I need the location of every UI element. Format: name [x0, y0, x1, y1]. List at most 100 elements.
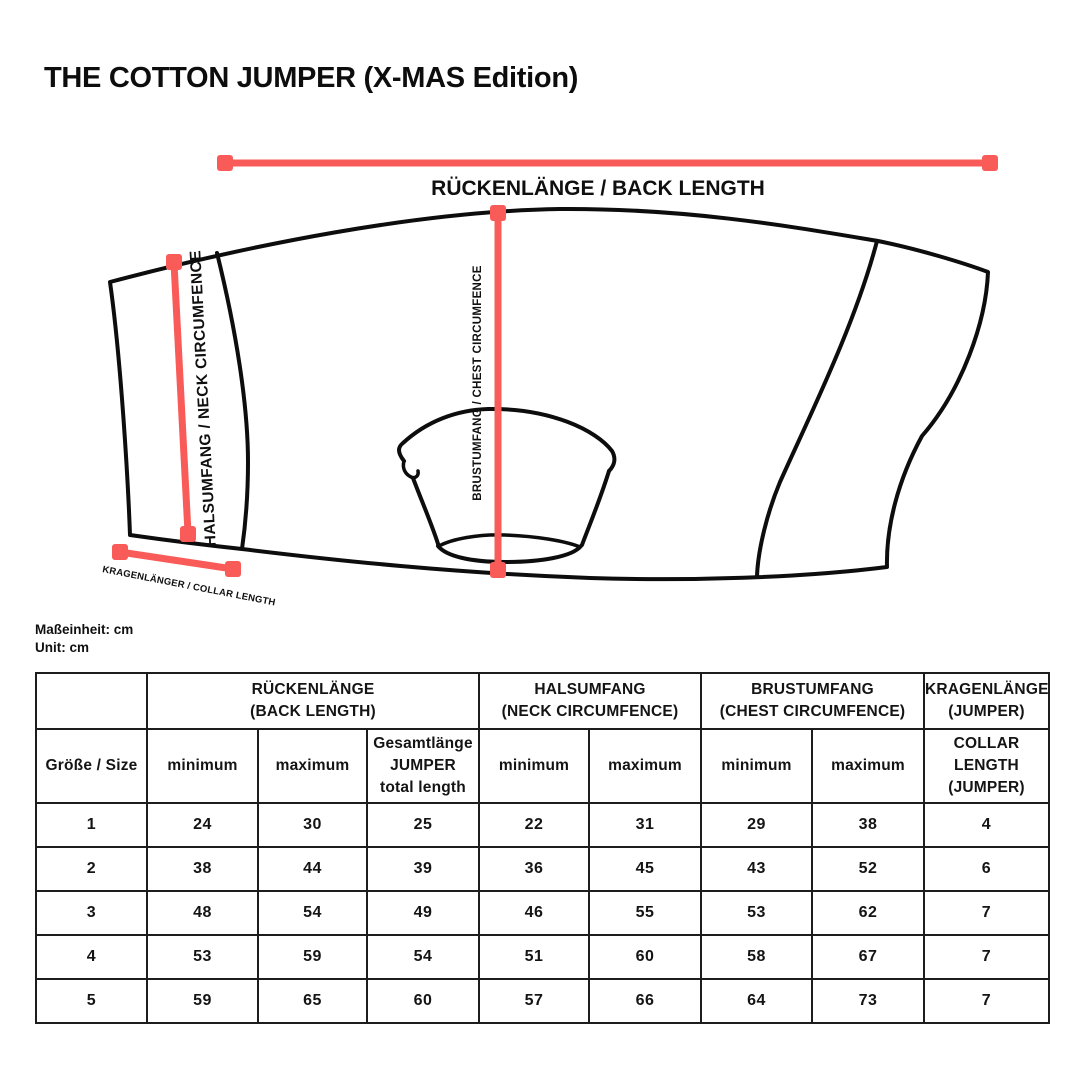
subheader-maximum: maximum — [588, 728, 702, 804]
value-cell: 51 — [478, 934, 590, 980]
units-note-de: Maßeinheit: cm — [35, 622, 134, 637]
value-cell: 36 — [478, 846, 590, 892]
group-header-collar: KRAGENLÄNGE (JUMPER) — [923, 672, 1050, 730]
endpoint-square — [166, 254, 182, 270]
value-cell: 38 — [146, 846, 259, 892]
value-cell: 64 — [700, 978, 813, 1024]
group-header-en: (CHEST CIRCUMFENCE) — [719, 703, 906, 720]
value-cell: 29 — [700, 802, 813, 848]
collar-length-label: KRAGENLÄNGER / COLLAR LENGTH — [101, 564, 276, 608]
value-cell: 6 — [923, 846, 1050, 892]
neck-circumference-label: HALSUMFANG / NECK CIRCUMFENCE — [187, 250, 220, 547]
table-group-header-row: RÜCKENLÄNGE (BACK LENGTH) HALSUMFANG (NE… — [35, 672, 1050, 730]
value-cell: 43 — [700, 846, 813, 892]
back-length-label: RÜCKENLÄNGE / BACK LENGTH — [431, 177, 765, 200]
neck-measure-line — [170, 262, 192, 534]
value-cell: 65 — [257, 978, 368, 1024]
value-cell: 55 — [588, 890, 702, 936]
sleeve-left-curl-icon — [401, 459, 420, 480]
value-cell: 60 — [588, 934, 702, 980]
table-row: 4 53 59 54 51 60 58 67 7 — [35, 934, 1050, 980]
collar-seam — [215, 251, 250, 551]
value-cell: 4 — [923, 802, 1050, 848]
cuff-rim-top — [437, 533, 582, 549]
value-cell: 57 — [478, 978, 590, 1024]
group-header-de: BRUSTUMFANG — [751, 681, 874, 698]
subheader-collar-length: COLLAR LENGTH (JUMPER) — [923, 728, 1050, 804]
size-cell: 5 — [35, 978, 148, 1024]
group-header-neck: HALSUMFANG (NECK CIRCUMFENCE) — [478, 672, 702, 730]
value-cell: 54 — [366, 934, 480, 980]
value-cell: 24 — [146, 802, 259, 848]
group-header-en: (NECK CIRCUMFENCE) — [501, 703, 679, 720]
endpoint-square — [225, 561, 241, 577]
value-cell: 59 — [146, 978, 259, 1024]
cuff-rim-bottom — [436, 544, 583, 564]
value-cell: 46 — [478, 890, 590, 936]
value-cell: 22 — [478, 802, 590, 848]
value-cell: 67 — [811, 934, 925, 980]
subheader-line: (JUMPER) — [948, 779, 1025, 796]
subheader-maximum: maximum — [257, 728, 368, 804]
chest-circumference-label: BRUSTUMFANG / CHEST CIRCUMFENCE — [472, 265, 484, 500]
table-subheader-row: Größe / Size minimum maximum Gesamtlänge… — [35, 728, 1050, 804]
jumper-body-outline — [108, 206, 990, 582]
table-row: 2 38 44 39 36 45 43 52 6 — [35, 846, 1050, 892]
value-cell: 38 — [811, 802, 925, 848]
page-title: THE COTTON JUMPER (X-MAS Edition) — [44, 62, 579, 94]
value-cell: 7 — [923, 890, 1050, 936]
endpoint-square — [217, 155, 233, 171]
value-cell: 54 — [257, 890, 368, 936]
value-cell: 62 — [811, 890, 925, 936]
sleeve-right-edge — [580, 469, 611, 547]
table-row: 3 48 54 49 46 55 53 62 7 — [35, 890, 1050, 936]
size-cell: 1 — [35, 802, 148, 848]
value-cell: 49 — [366, 890, 480, 936]
size-column-header: Größe / Size — [35, 728, 148, 804]
jumper-measurement-diagram: RÜCKENLÄNGE / BACK LENGTH HALSUMFANG / N… — [101, 155, 998, 609]
sleeve-outline — [397, 406, 617, 473]
units-note-en: Unit: cm — [35, 640, 89, 655]
group-header-en: (JUMPER) — [948, 703, 1025, 720]
subheader-minimum: minimum — [478, 728, 590, 804]
value-cell: 66 — [588, 978, 702, 1024]
value-cell: 52 — [811, 846, 925, 892]
subheader-line: JUMPER — [390, 757, 456, 774]
empty-corner-cell — [35, 672, 148, 730]
value-cell: 31 — [588, 802, 702, 848]
subheader-minimum: minimum — [700, 728, 813, 804]
garment-outline-group — [108, 206, 990, 582]
measure-endpoints — [112, 155, 998, 578]
size-cell: 2 — [35, 846, 148, 892]
value-cell: 59 — [257, 934, 368, 980]
value-cell: 30 — [257, 802, 368, 848]
subheader-total-length: Gesamtlänge JUMPER total length — [366, 728, 480, 804]
subheader-maximum: maximum — [811, 728, 925, 804]
endpoint-square — [490, 562, 506, 578]
value-cell: 45 — [588, 846, 702, 892]
subheader-line: LENGTH — [954, 757, 1019, 774]
value-cell: 39 — [366, 846, 480, 892]
subheader-line: Gesamtlänge — [373, 735, 473, 752]
subheader-minimum: minimum — [146, 728, 259, 804]
units-note: Maßeinheit: cm Unit: cm — [35, 621, 133, 657]
group-header-de: KRAGENLÄNGE — [925, 681, 1049, 698]
value-cell: 48 — [146, 890, 259, 936]
table-row: 1 24 30 25 22 31 29 38 4 — [35, 802, 1050, 848]
subheader-line: COLLAR — [953, 735, 1020, 752]
size-cell: 3 — [35, 890, 148, 936]
measure-lines — [119, 159, 990, 573]
endpoint-square — [490, 205, 506, 221]
value-cell: 25 — [366, 802, 480, 848]
group-header-chest: BRUSTUMFANG (CHEST CIRCUMFENCE) — [700, 672, 925, 730]
value-cell: 60 — [366, 978, 480, 1024]
value-cell: 58 — [700, 934, 813, 980]
endpoint-square — [180, 526, 196, 542]
endpoint-square — [112, 544, 128, 560]
group-header-en: (BACK LENGTH) — [250, 703, 376, 720]
sleeve-left-edge — [411, 476, 441, 549]
value-cell: 7 — [923, 934, 1050, 980]
endpoint-square — [982, 155, 998, 171]
size-chart-table: RÜCKENLÄNGE (BACK LENGTH) HALSUMFANG (NE… — [35, 672, 1050, 1024]
